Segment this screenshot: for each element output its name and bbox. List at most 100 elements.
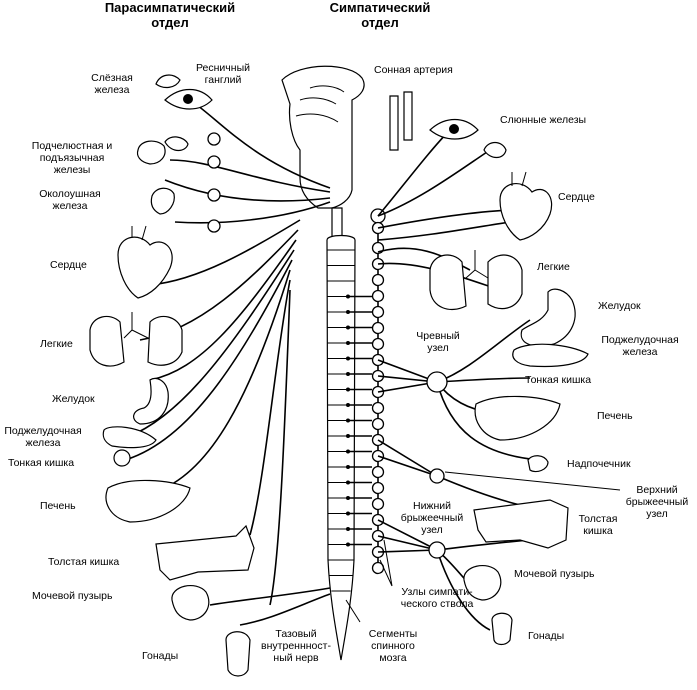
label-line: Тазовый (275, 628, 317, 640)
label-heart-right: Сердце (558, 191, 595, 203)
segment-dot (346, 310, 350, 314)
label-pancreas-left: Поджелудочная железа (0, 425, 86, 449)
label-superior-mesenteric: Верхний брыжеечный узел (620, 484, 694, 520)
label-parotid-gland: Околоушная железа (30, 188, 110, 212)
label-small-intestine-right: Тонкая кишка (525, 374, 592, 386)
sympathetic-chain-ganglion (371, 497, 385, 511)
label-line: железа (25, 437, 61, 449)
label-line: внутреннност- (261, 640, 331, 652)
heart-right-shape (499, 183, 553, 241)
colon-right-shape (473, 499, 569, 549)
segment-dot (346, 542, 350, 547)
label-line: железы (53, 164, 91, 176)
salivary-gland-shape (483, 141, 507, 159)
label-line: железа (52, 200, 88, 212)
label-line: мозга (379, 652, 407, 664)
sympathetic-header-line2: отдел (361, 15, 399, 30)
label-line: Нижний (412, 500, 451, 512)
label-line: спинного (371, 640, 415, 652)
label-colon-right: Толстая кишка (572, 513, 624, 537)
label-line: подъязычная (39, 152, 105, 164)
label-line: Узлы симпати- (401, 586, 473, 598)
spinal-cord (326, 234, 372, 661)
label-liver-left: Печень (40, 500, 76, 512)
segment-dot (346, 496, 350, 500)
segment-dot (346, 325, 350, 330)
label-lungs-left: Легкие (40, 338, 73, 350)
segment-dot (346, 356, 350, 361)
segment-dot (346, 449, 350, 454)
liver-left-shape (105, 479, 191, 523)
label-sympathetic-trunk: Узлы симпати- ческого ствола (392, 586, 482, 610)
label-bladder-right: Мочевой пузырь (514, 568, 595, 580)
liver-right-shape (474, 395, 561, 441)
lungs-left-shape (89, 315, 125, 367)
gonads-left-shape (225, 631, 251, 677)
segment-dot (346, 418, 350, 423)
heart-left-shape (117, 236, 173, 299)
sympathetic-chain-ganglion (371, 305, 385, 319)
sympathetic-header-line1: Симпатический (329, 0, 431, 15)
small-intestine-left-shape (113, 449, 131, 467)
segment-dot (346, 465, 350, 469)
segment-dot (346, 434, 350, 438)
label-lacrimal-gland: Слёзная железа (82, 72, 142, 96)
segment-dot (346, 511, 350, 516)
label-line: брыжеечный (625, 496, 689, 508)
label-line: Поджелудочная (601, 334, 679, 346)
label-line: ный нерв (273, 652, 319, 664)
label-ciliary-ganglion: Ресничный ганглий (188, 62, 258, 86)
label-stomach-left: Желудок (52, 393, 95, 405)
label-submandibular-glands: Подчелюстная и подъязычная железы (26, 140, 118, 176)
colon-left-shape (155, 524, 255, 581)
segment-dot (346, 341, 350, 345)
brain-stem (281, 65, 365, 241)
label-line: Верхний (636, 484, 678, 496)
label-line: узел (646, 508, 668, 520)
sympathetic-chain-ganglion (371, 337, 385, 351)
label-line: узел (427, 342, 449, 354)
parasympathetic-header-line2: отдел (151, 15, 189, 30)
label-pointers (345, 471, 621, 623)
label-inferior-mesenteric: Нижний брыжеечный узел (396, 500, 468, 536)
label-line: Околоушная (39, 188, 101, 200)
adrenal-shape (527, 455, 549, 473)
label-salivary-glands: Слюнные железы (500, 114, 587, 126)
lacrimal-gland-shape (155, 74, 181, 89)
segment-dot (346, 480, 350, 485)
segment-dot (346, 527, 350, 531)
inferior-mesenteric-ganglion-marker (428, 541, 446, 559)
label-line: ганглий (204, 74, 242, 86)
segment-dot (346, 294, 350, 299)
stomach-left-shape (133, 377, 169, 425)
sympathetic-chain (370, 208, 386, 575)
parasympathetic-header-line1: Парасимпатический (104, 0, 236, 15)
label-line: Слёзная (91, 72, 133, 84)
label-bladder-left: Мочевой пузырь (32, 590, 113, 602)
sympathetic-chain-ganglion (371, 465, 385, 479)
label-line: железа (94, 84, 130, 96)
submandibular-ganglion-marker (207, 155, 221, 169)
segment-dot (346, 372, 350, 376)
pancreas-left-shape (102, 426, 157, 449)
sympathetic-chain-ganglion (371, 321, 385, 335)
lungs-right-shape (429, 254, 467, 311)
ciliary-ganglion-marker (207, 132, 221, 146)
label-line: Подчелюстная и (31, 140, 113, 152)
sympathetic-chain-ganglion (371, 401, 385, 415)
stomach-right-shape (520, 288, 576, 347)
segment-dot (346, 403, 350, 407)
superior-mesenteric-ganglion-marker (429, 468, 445, 484)
label-line: брыжеечный (400, 512, 464, 524)
sympathetic-chain-ganglion (371, 417, 385, 431)
label-pelvic-nerve: Тазовый внутреннност- ный нерв (258, 628, 334, 664)
sympathetic-chain-ganglion (371, 273, 385, 287)
label-line: железа (622, 346, 658, 358)
submandibular-gland-shape (136, 140, 166, 165)
gonads-right-shape (491, 612, 513, 646)
label-carotid-artery: Сонная артерия (374, 64, 453, 76)
label-line: Поджелудочная (4, 425, 82, 437)
right-organs (389, 91, 589, 646)
label-line: кишка (583, 525, 613, 537)
